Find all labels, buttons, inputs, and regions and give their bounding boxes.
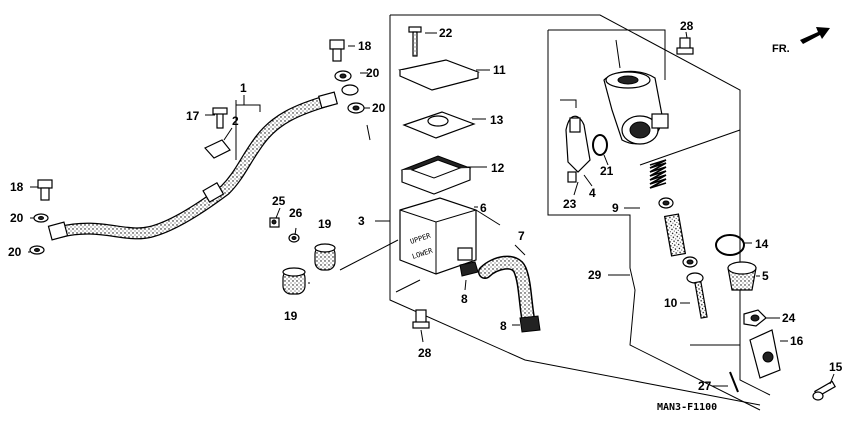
mounting-bolt-lower bbox=[412, 309, 430, 329]
hose-clip-upper bbox=[459, 261, 479, 277]
callout-20a: 20 bbox=[10, 211, 24, 225]
callout-10: 10 bbox=[664, 296, 678, 310]
callout-23: 23 bbox=[563, 197, 577, 211]
callout-4: 4 bbox=[589, 186, 596, 200]
snap-ring bbox=[715, 234, 745, 256]
hose-joint bbox=[565, 115, 591, 173]
o-ring-21 bbox=[592, 134, 608, 156]
reservoir-hose bbox=[478, 255, 535, 325]
callout-20c: 20 bbox=[366, 66, 380, 80]
left-sealing-washers bbox=[29, 213, 49, 255]
secondary-piston bbox=[663, 213, 687, 257]
callout-27: 27 bbox=[698, 379, 712, 393]
master-cylinder-body bbox=[603, 70, 669, 145]
callout-2: 2 bbox=[232, 114, 239, 128]
callout-19a: 19 bbox=[318, 217, 332, 231]
hose-clamp bbox=[204, 107, 231, 159]
top-sealing-washers bbox=[334, 70, 365, 114]
callout-16: 16 bbox=[790, 334, 804, 348]
leader-lines bbox=[28, 31, 835, 387]
callout-7: 7 bbox=[518, 229, 525, 243]
callout-5: 5 bbox=[762, 269, 769, 283]
callout-22: 22 bbox=[439, 26, 453, 40]
reservoir-body: UPPER LOWER bbox=[399, 197, 477, 275]
callout-18a: 18 bbox=[10, 180, 24, 194]
callout-12: 12 bbox=[491, 161, 505, 175]
grommet-lower bbox=[282, 267, 306, 295]
piston-spring bbox=[649, 159, 667, 189]
callout-8b: 8 bbox=[500, 319, 507, 333]
callout-13: 13 bbox=[490, 113, 504, 127]
piston-washer bbox=[682, 256, 698, 268]
callout-20b: 20 bbox=[8, 245, 22, 259]
callout-19b: 19 bbox=[284, 309, 298, 323]
callout-1: 1 bbox=[240, 81, 247, 95]
callout-18b: 18 bbox=[358, 39, 372, 53]
callout-6: 6 bbox=[480, 201, 487, 215]
callout-labels: 1 2 3 4 5 6 7 8 8 9 10 11 12 13 14 15 16… bbox=[8, 19, 843, 393]
callout-14: 14 bbox=[755, 237, 769, 251]
bolt-25 bbox=[269, 217, 280, 228]
boot bbox=[727, 261, 757, 291]
push-rod-joint bbox=[749, 329, 781, 379]
callout-15: 15 bbox=[829, 360, 843, 374]
diagram-code: MAN3-F1100 bbox=[657, 402, 717, 413]
piston-cup bbox=[658, 197, 674, 209]
brake-hose bbox=[47, 91, 339, 241]
callout-25: 25 bbox=[272, 194, 286, 208]
nut-24 bbox=[743, 309, 767, 327]
reservoir-diaphragm bbox=[400, 155, 472, 195]
callout-24: 24 bbox=[782, 311, 796, 325]
diaphragm-plate bbox=[402, 111, 476, 139]
callout-3: 3 bbox=[358, 214, 365, 228]
callout-29: 29 bbox=[588, 268, 602, 282]
piston-set-outline bbox=[639, 129, 741, 346]
callout-28a: 28 bbox=[680, 19, 694, 33]
callout-28b: 28 bbox=[418, 346, 432, 360]
reservoir-group-outline bbox=[389, 14, 771, 406]
callout-21: 21 bbox=[600, 164, 614, 178]
front-direction-arrow: FR. bbox=[772, 27, 830, 55]
callout-17: 17 bbox=[186, 109, 200, 123]
cotter-pin bbox=[729, 371, 739, 393]
callout-9: 9 bbox=[612, 201, 619, 215]
joint-pin bbox=[812, 380, 836, 401]
screw-22 bbox=[408, 26, 422, 57]
mounting-bolt-upper bbox=[676, 37, 694, 55]
reservoir-cap bbox=[398, 59, 480, 91]
front-label: FR. bbox=[772, 43, 790, 55]
top-banjo-bolt bbox=[329, 39, 345, 62]
left-banjo-bolt bbox=[37, 179, 53, 201]
grommet-upper bbox=[314, 243, 336, 271]
hose-clip-lower bbox=[519, 315, 541, 333]
callout-26: 26 bbox=[289, 206, 303, 220]
master-cylinder-outline bbox=[547, 29, 761, 411]
screw-23 bbox=[567, 171, 577, 183]
callout-20d: 20 bbox=[372, 101, 386, 115]
washer-26 bbox=[288, 233, 300, 243]
callout-8a: 8 bbox=[461, 292, 468, 306]
callout-11: 11 bbox=[493, 63, 506, 77]
push-rod bbox=[686, 272, 708, 319]
